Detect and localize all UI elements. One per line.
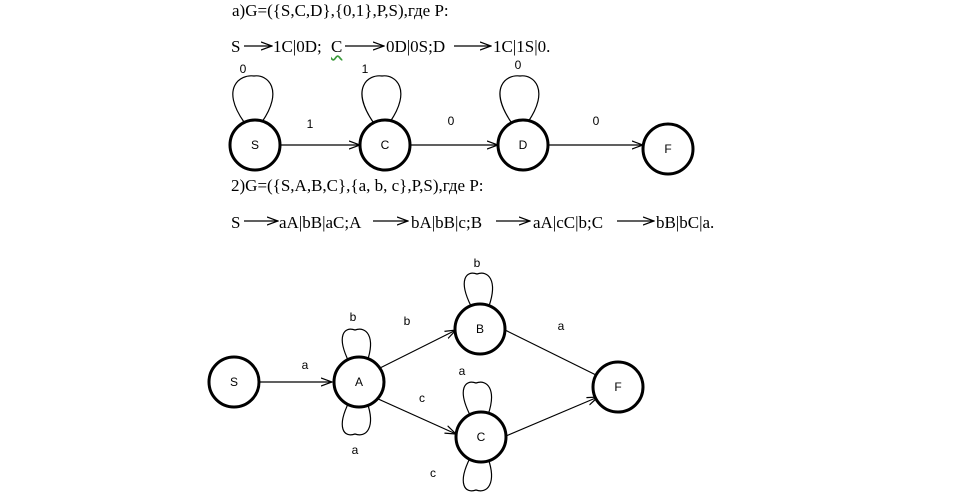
loop-D xyxy=(499,75,540,123)
edge-C-D-label: 0 xyxy=(448,114,455,128)
state-S-b xyxy=(207,355,261,409)
state-B xyxy=(453,302,507,356)
edge-A-C-label: c xyxy=(419,391,425,405)
state-S-label: S xyxy=(251,138,259,152)
rule-a-rhs-2: 0D|0S;D xyxy=(386,37,446,56)
state-labels-a: S C D F xyxy=(251,138,672,156)
rule-a-lhs: S xyxy=(231,37,241,56)
loop-B-label: b xyxy=(474,256,481,270)
grammar-b-title: 2)G=({S,A,B,C},{a, b, c},P,S),где P: xyxy=(231,176,484,195)
loop-A-bottom-label: a xyxy=(352,443,359,457)
state-C-b xyxy=(454,410,508,464)
grammar-b-rules: S aA|bB|aC;A bA|bB|c;B aA|cC|b;C bB|bC|a… xyxy=(231,214,731,234)
state-F-b xyxy=(591,360,645,414)
state-C-b-label: C xyxy=(477,430,486,444)
edge-S-C-label: 1 xyxy=(307,117,314,131)
state-S-b-label: S xyxy=(230,375,238,389)
edge-B-F-label: a xyxy=(558,319,565,333)
rule-b-rhs-4: bB|bC|a. xyxy=(656,213,715,232)
state-A-label: A xyxy=(355,375,363,389)
loop-C-label: 1 xyxy=(362,62,369,76)
state-F-b-label: F xyxy=(614,380,621,394)
grammar-a-rules: S 1C|0D; C 0D|0S;D 1C|1S|0. xyxy=(231,38,571,58)
rule-a-rhs-3: 1C|1S|0. xyxy=(493,37,551,56)
edge-A-C xyxy=(375,397,456,434)
loop-S-label: 0 xyxy=(240,62,247,76)
loop-B xyxy=(463,272,494,307)
state-C-label: C xyxy=(381,138,390,152)
state-F-label: F xyxy=(664,142,671,156)
state-C xyxy=(358,118,412,172)
state-D-label: D xyxy=(519,138,528,152)
automaton-b xyxy=(207,272,645,492)
loop-A-bottom xyxy=(341,401,372,436)
grammar-a-title: а)G=({S,C,D},{0,1},P,S),где P: xyxy=(232,1,449,20)
rule-b-rhs-2: bA|bB|c;B xyxy=(411,213,483,232)
rule-b-lhs: S xyxy=(231,213,241,232)
loop-D-label: 0 xyxy=(515,58,522,72)
loop-A-top-label: b xyxy=(350,310,357,324)
state-S xyxy=(228,118,282,172)
state-labels-b: S A B C F xyxy=(230,322,622,444)
rule-a-rhs-1b: C xyxy=(331,37,343,56)
edge-D-F-label: 0 xyxy=(593,114,600,128)
transition-labels-b: b a b a c a b c a xyxy=(302,256,565,480)
loop-C-bottom-label: c xyxy=(430,466,436,480)
transition-labels-a: 0 1 0 1 0 0 xyxy=(240,58,600,131)
state-F xyxy=(641,122,695,176)
loop-C-top xyxy=(462,381,493,416)
edge-S-A-label: a xyxy=(302,358,309,372)
edge-C-F xyxy=(505,397,598,437)
loop-S xyxy=(232,75,274,123)
rule-a-rhs-1: 1C|0D; xyxy=(273,37,322,56)
loop-A-top xyxy=(341,328,372,363)
loop-C-bottom xyxy=(462,457,493,492)
rule-b-rhs-1: aA|bB|aC;A xyxy=(279,213,362,232)
loop-C xyxy=(361,75,402,123)
edge-A-B-label: b xyxy=(404,314,411,328)
loop-C-top-label: a xyxy=(459,364,466,378)
edge-B-F xyxy=(504,329,599,377)
state-B-label: B xyxy=(476,322,484,336)
edge-A-B xyxy=(379,330,456,369)
automaton-a xyxy=(228,75,695,176)
state-D xyxy=(496,118,550,172)
rule-b-rhs-3: aA|cC|b;C xyxy=(533,213,604,232)
state-A xyxy=(332,355,386,409)
